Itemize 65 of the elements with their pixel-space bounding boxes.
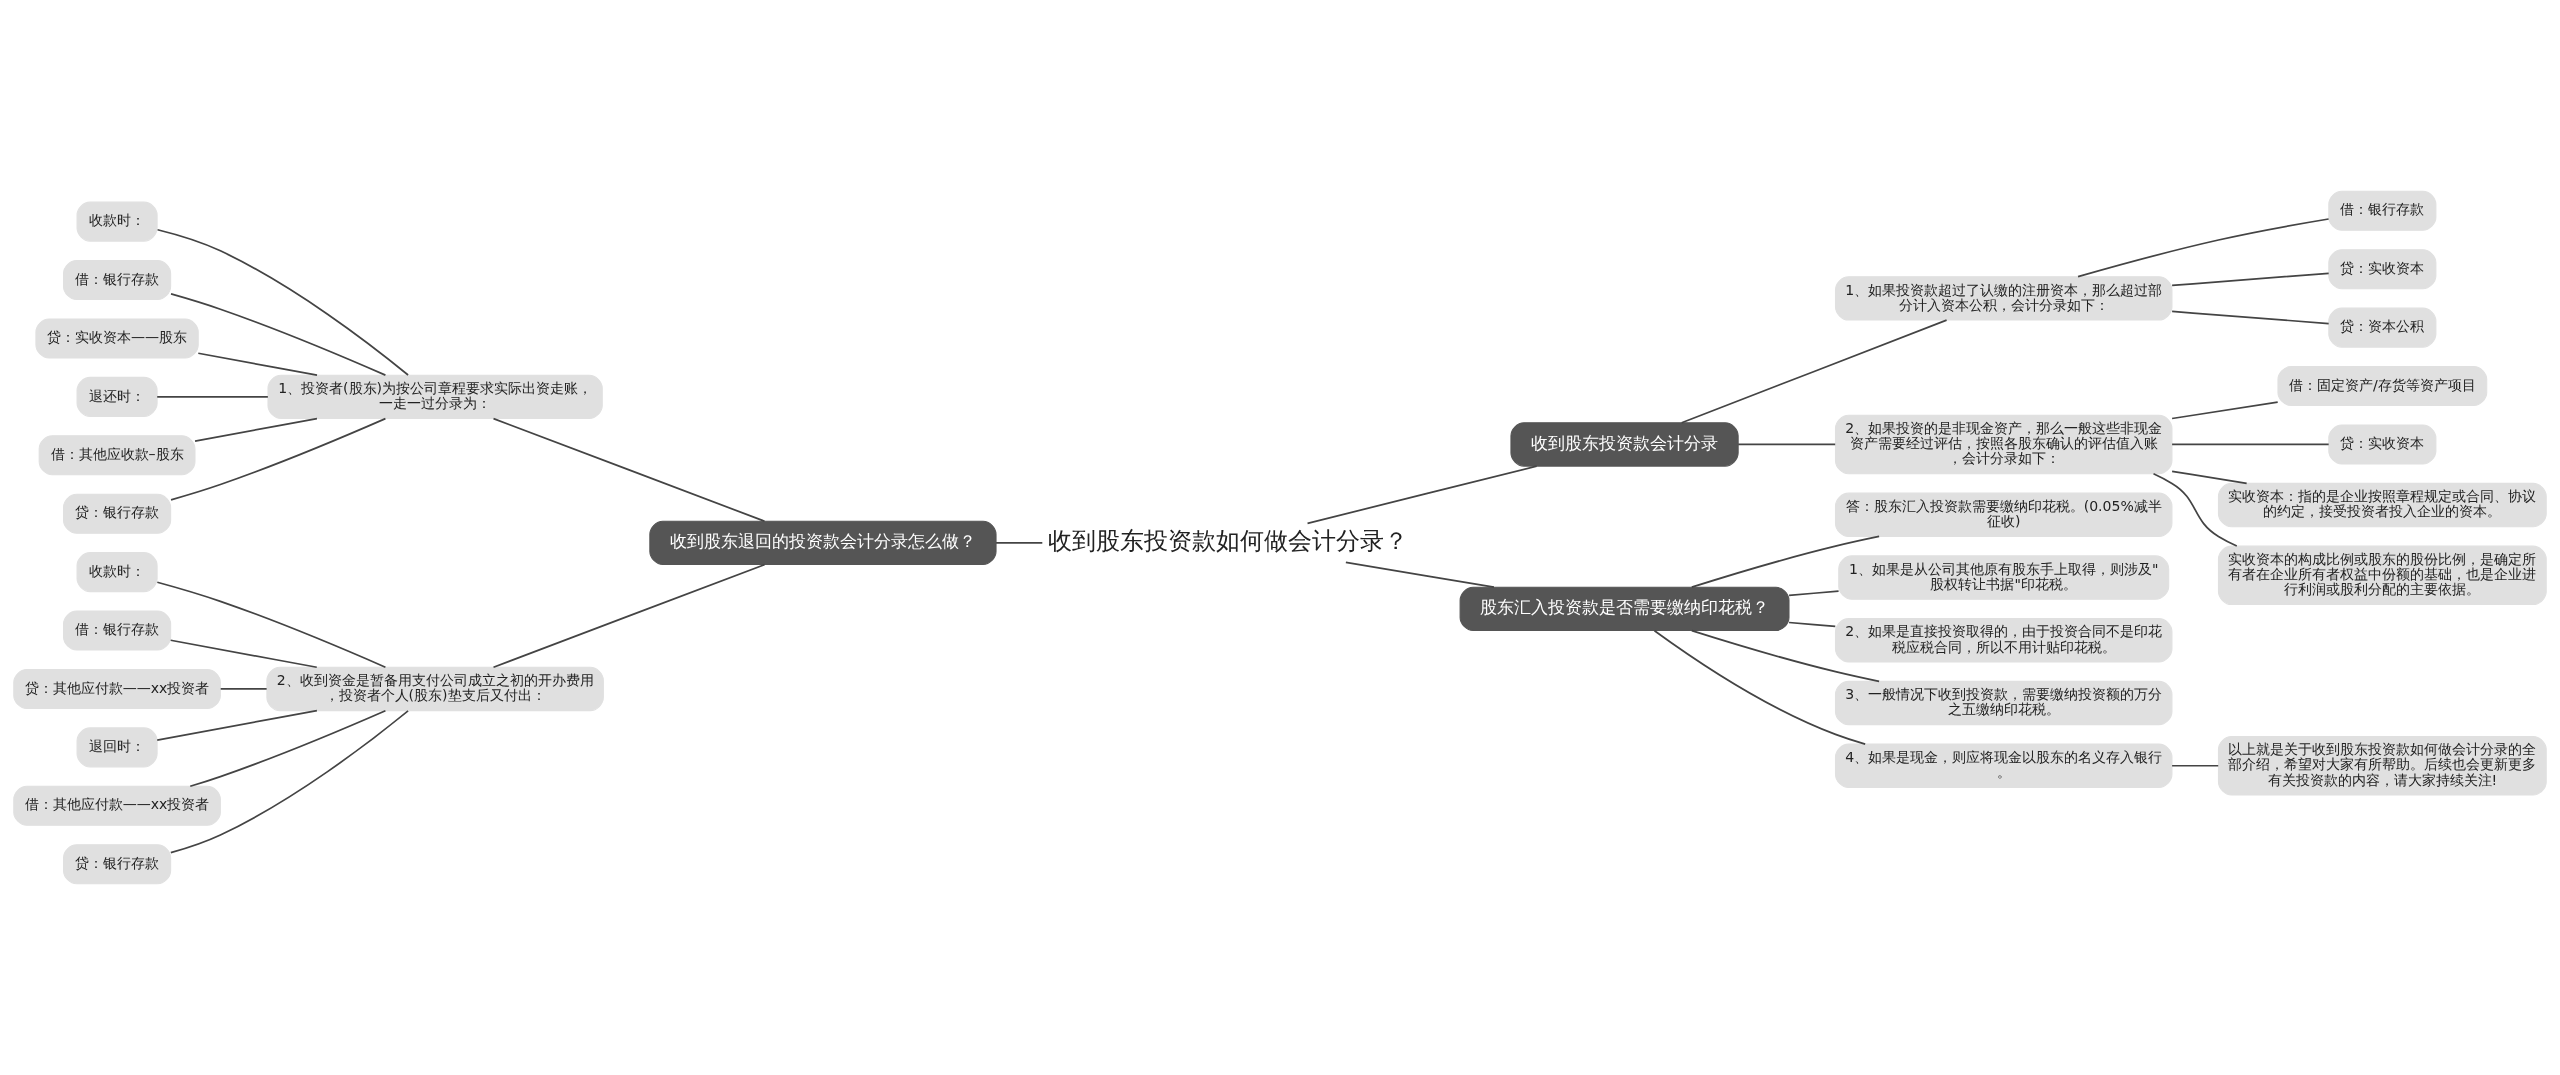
connector [1680,319,1948,424]
node-box: 借：银行存款 [63,610,172,651]
node-box: 2、如果投资的是非现金资产，那么一般这些非现金资产需要经过评估，按照各股东确认的评估值入账，会计分录如下： [1834,414,2173,475]
node-box: 贷：其他应付款——xx投资者 [13,668,221,709]
connector [156,709,318,741]
connector [219,688,268,690]
connector [2171,443,2330,446]
node-box: 借：其他应付款——xx投资者 [13,785,221,826]
node-box: 收款时： [76,201,158,242]
connector [1345,561,1495,589]
connector [156,396,269,398]
node-box: 实收资本的构成比例或股东的股份比例，是确定所有者在企业所有者权益中份额的基础，也是企业进行利润或股利分配的主要依据。 [2217,545,2547,606]
connector [170,417,387,501]
connector [156,228,409,376]
node-box: 股东汇入投资款是否需要缴纳印花税？ [1459,586,1790,632]
node-box: 1、如果是从公司其他原有股东手上取得，则涉及"股权转让书据"印花税。 [1838,555,2170,600]
node-box: 1、如果投资款超过了认缴的注册资本，那么超过部分计入资本公积，会计分录如下： [1834,276,2173,321]
connector [1653,629,1867,745]
node-box: 贷：银行存款 [63,844,172,885]
connector [995,542,1044,544]
connector [1306,465,1538,525]
node-box: 收到股东投资款会计分录 [1510,422,1739,467]
node-box: 退回时： [76,727,158,768]
node-box: 贷：实收资本——股东 [35,318,199,359]
node-box: 借：固定资产/存货等资产项目 [2277,366,2488,407]
node-box: 2、如果是直接投资取得的，由于投资合同不是印花税应税合同，所以不用计贴印花税。 [1834,618,2173,663]
node-box: 贷：实收资本 [2328,249,2437,290]
node-box: 借：银行存款 [63,260,172,301]
node-box: 贷：资本公积 [2328,307,2437,348]
node-box: 收到股东退回的投资款会计分录怎么做？ [649,520,997,566]
node-box: 4、如果是现金，则应将现金以股东的名义存入银行。 [1834,743,2173,788]
connector [169,709,409,854]
connector [156,581,387,669]
connector [492,417,766,523]
node-box: 借：其他应收款–股东 [38,435,196,476]
connector [2171,401,2279,420]
connector [2171,470,2248,485]
connector [1690,535,1880,589]
node-box: 实收资本：指的是企业按照章程规定或合同、协议的约定，接受投资者投入企业的资本。 [2217,482,2547,528]
connector [1690,629,1880,683]
connector [170,293,387,376]
connector [2171,310,2330,325]
node-box: 收款时： [76,552,158,593]
node-box: 退还时： [76,376,158,417]
connector [1788,621,1837,628]
connector [492,563,766,669]
node-box: 贷：实收资本 [2328,424,2437,465]
connector [189,709,387,788]
node-box: 1、投资者(股东)为按公司章程要求实际出资走账，一走一过分录为： [267,374,603,420]
connector [194,417,318,442]
node-box: 以上就是关于收到股东投资款如何做会计分录的全部介绍，希望对大家有所帮助。后续也会更新更多有关投资款的内容，请大家持续关注! [2217,736,2547,796]
node-box: 贷：银行存款 [63,493,172,534]
connector [169,639,318,669]
connector [2171,272,2330,287]
connector [2171,764,2220,767]
node-text: 收到股东投资款如何做会计分录？ [1048,526,1409,555]
node-box: 答：股东汇入投资款需要缴纳印花税。(0.05%减半征收) [1834,492,2173,537]
node-box: 3、一般情况下收到投资款，需要缴纳投资额的万分之五缴纳印花税。 [1834,680,2173,726]
connector [1788,590,1840,597]
connector [1737,443,1837,446]
connector [2152,472,2238,547]
node-box: 借：银行存款 [2328,190,2437,231]
node-box: 2、收到资金是暂备用支付公司成立之初的开办费用，投资者个人(股东)垫支后又付出： [266,666,604,712]
connector [197,352,318,377]
connector [2077,218,2330,278]
